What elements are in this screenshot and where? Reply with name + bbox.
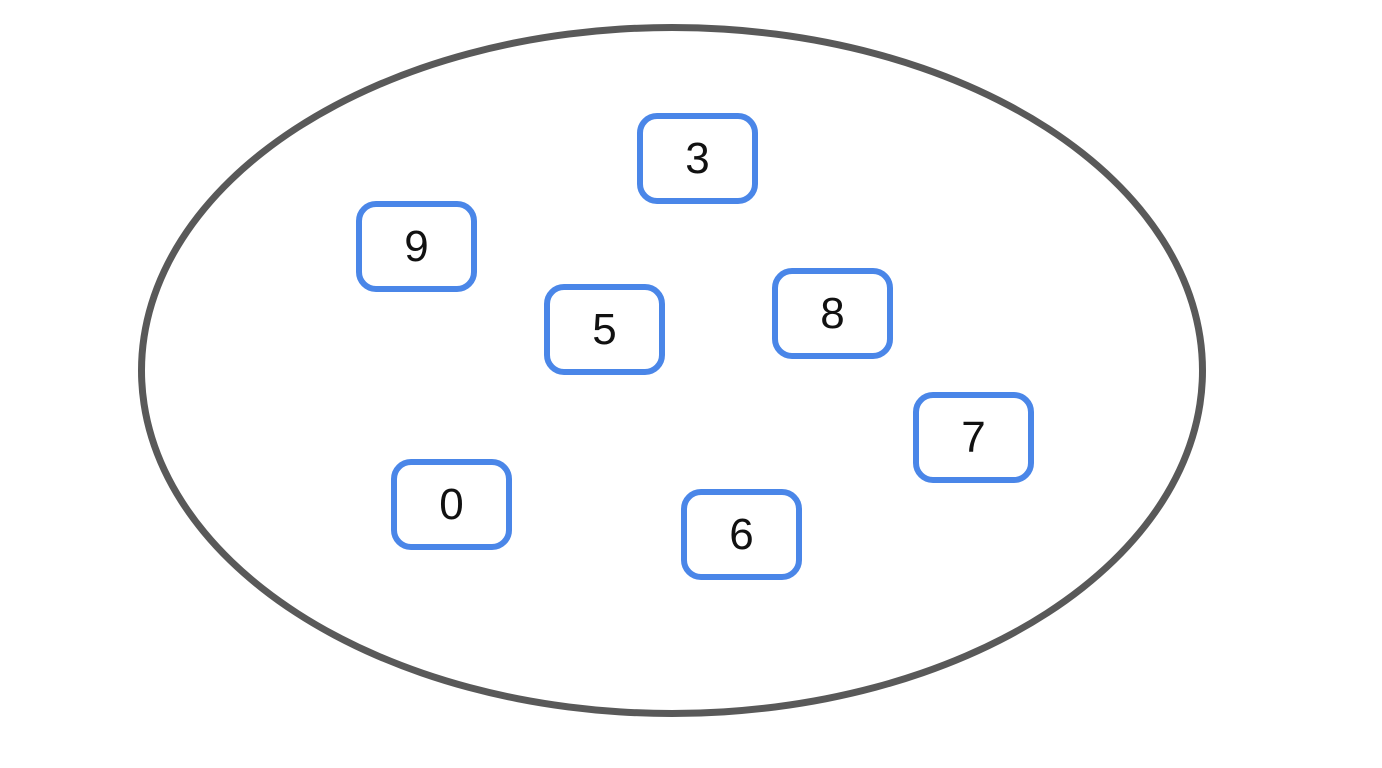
- number-tile[interactable]: 7: [913, 392, 1034, 483]
- number-tile-label: 8: [820, 288, 845, 338]
- number-tile[interactable]: 3: [637, 113, 758, 204]
- number-tile[interactable]: 9: [356, 201, 477, 292]
- number-tile-label: 5: [592, 304, 617, 354]
- number-tile-label: 9: [404, 221, 429, 271]
- number-tile-label: 0: [439, 479, 464, 529]
- number-tile-label: 3: [685, 133, 710, 183]
- number-tile-label: 7: [961, 412, 986, 462]
- number-tile[interactable]: 0: [391, 459, 512, 550]
- number-tile-label: 6: [729, 509, 754, 559]
- number-tile[interactable]: 8: [772, 268, 893, 359]
- number-tile[interactable]: 6: [681, 489, 802, 580]
- set-ellipse: [138, 24, 1206, 717]
- number-tile[interactable]: 5: [544, 284, 665, 375]
